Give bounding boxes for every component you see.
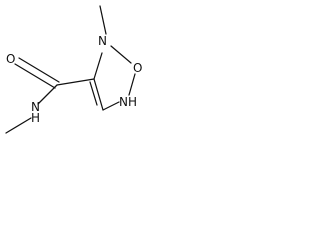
chemical-structure-diagram: O N H N O NH xyxy=(0,0,156,146)
atom-nh-ring: NH xyxy=(119,95,137,109)
ring-c4-c3-bond-2 xyxy=(89,81,98,106)
atom-n-ring: N xyxy=(98,34,107,48)
atom-n-amide: N xyxy=(31,100,40,114)
molecule-svg: O N H N O NH xyxy=(5,5,142,134)
ring-o1-nh-bond xyxy=(128,73,136,96)
carbonyl-amide-bond xyxy=(37,84,58,105)
atom-labels: O N H N O NH xyxy=(6,34,142,125)
atom-h-amide: H xyxy=(31,111,40,125)
amide-methyl-bond xyxy=(5,117,32,134)
carbonyl-bond-2 xyxy=(14,63,56,89)
ring-c3-n2-bond xyxy=(93,52,103,80)
carbonyl-bond-1 xyxy=(18,57,60,83)
atom-o-carbonyl: O xyxy=(6,52,15,66)
carbonyl-ring-bond xyxy=(56,78,95,86)
atom-o-ring: O xyxy=(133,61,142,75)
ring-c4-c3-bond-1 xyxy=(93,78,104,111)
bonds xyxy=(5,5,136,134)
ring-n-methyl-bond xyxy=(99,5,107,35)
ring-nh-c4-bond xyxy=(102,101,120,111)
ring-n2-o1-bond xyxy=(110,45,132,64)
